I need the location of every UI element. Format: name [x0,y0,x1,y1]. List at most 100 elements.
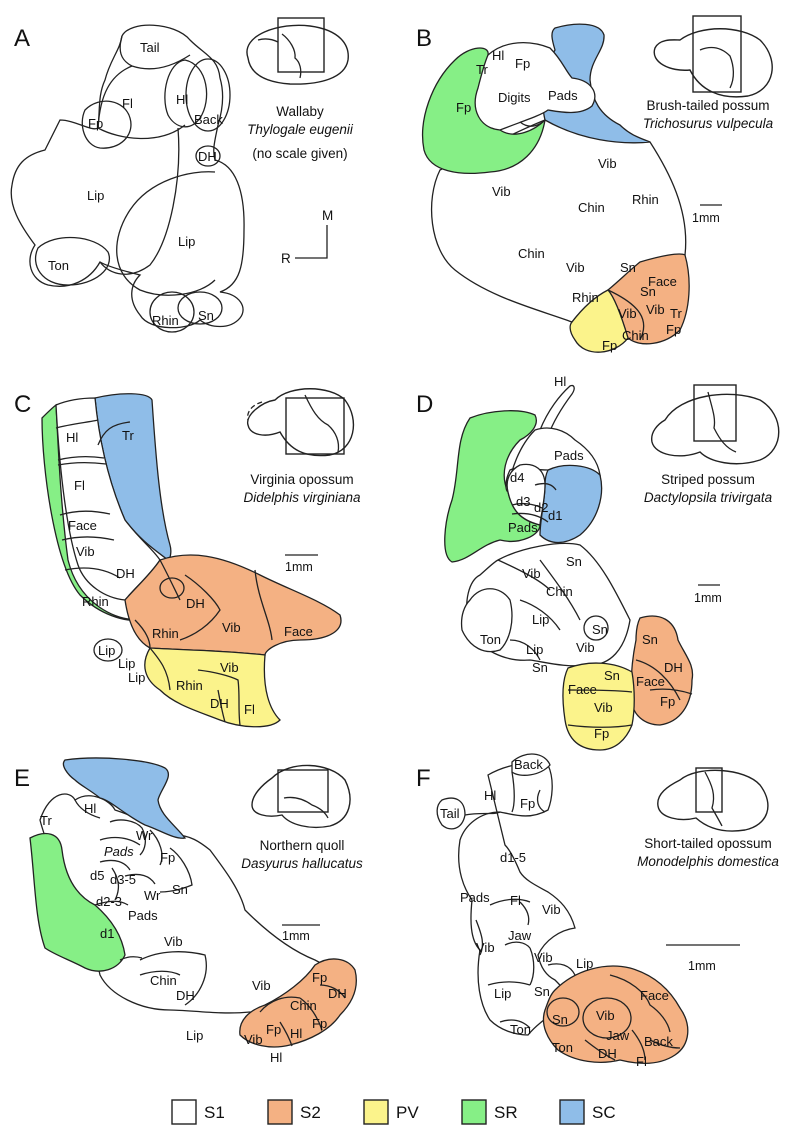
quoll-div-9 [159,847,193,893]
label-d2: d2 [534,500,548,515]
label-lip-1: Lip [98,643,115,658]
monodelphis-vib-ellipse [582,997,632,1039]
monodelphis-back [511,753,551,776]
panel-f: F Back Tail Hl Fp d1-5 Pads Fl Vib Ja [416,753,779,1069]
label-fp-1: Fp [660,694,675,709]
legend-label-s1: S1 [204,1103,225,1122]
species-latin-e: Dasyurus hallucatus [241,856,363,871]
label-vib-4: Vib [646,302,665,317]
quoll-sr [29,832,126,972]
label-hl: Hl [176,92,188,107]
striped-s2-div-1 [635,659,681,701]
label-d1-5: d1-5 [500,850,526,865]
species-common-a: Wallaby [276,104,324,119]
possum-s2-division [607,289,645,341]
label-fp-3: Fp [312,1016,327,1031]
possum-digits [474,42,596,131]
label-wr-1: Wr [136,828,153,843]
scale-label-e: 1mm [282,929,310,943]
quoll-s2-div-3 [319,984,346,999]
quoll-s2-div-4 [279,1021,293,1047]
striped-ton [460,588,513,653]
label-lip: Lip [186,1028,203,1043]
wallaby-ton-ellipse [34,236,111,286]
striped-digits [506,463,546,526]
possum-pv [569,289,629,353]
label-fl-1: Fl [510,893,521,908]
label-fl: Fl [74,478,85,493]
label-vib-2: Vib [492,184,511,199]
quoll-div-7 [124,873,156,885]
wallaby-rhin-ellipse [149,291,195,333]
wallaby-sn-ellipse [177,291,223,325]
scale-label-c: 1mm [285,560,313,574]
label-tail: Tail [140,40,160,55]
brain-inset-b-detail [699,46,735,89]
label-tr: Tr [476,62,488,77]
label-d4: d4 [510,470,524,485]
label-lip-2: Lip [118,656,135,671]
label-vib-1: Vib [76,544,95,559]
label-hl: Hl [66,430,78,445]
label-sn-3: Sn [532,660,548,675]
label-vib-1: Vib [522,566,541,581]
label-fp-4: Fp [266,1022,281,1037]
brain-inset-c [247,388,355,457]
opossum-lip-div [134,619,151,649]
label-sn-2: Sn [640,284,656,299]
no-scale-note: (no scale given) [252,146,347,161]
label-chin-1: Chin [578,200,605,215]
species-common-d: Striped possum [661,472,755,487]
opossum-s2-div-1 [179,574,221,641]
label-vib-1: Vib [542,902,561,917]
label-vib-5: Vib [618,306,637,321]
brain-inset-b [653,28,773,98]
label-chin-3: Chin [622,328,649,343]
label-sn-5: Sn [642,632,658,647]
label-sn-1: Sn [534,984,550,999]
legend: S1 S2 PV SR SC [171,1099,616,1125]
label-ton-1: Ton [510,1022,531,1037]
monodelphis-div-5 [519,901,530,926]
label-d3: d3 [516,494,530,509]
label-face-1: Face [568,682,597,697]
label-vib-2: Vib [476,940,495,955]
quoll-div-8 [94,900,129,906]
legend-item-s1: S1 [171,1099,225,1125]
opossum-div-3 [57,461,107,466]
monodelphis-div-10 [547,963,576,976]
wallaby-fl-boundary [97,65,186,140]
label-pads-2: Pads [128,908,158,923]
label-pads-2: Pads [508,520,538,535]
quoll-div-11 [139,970,181,976]
monodelphis-div-4 [489,898,531,906]
monodelphis-s2-div-4 [649,1039,681,1049]
label-back-2: Back [644,1034,673,1049]
label-face-2: Face [284,624,313,639]
species-common-f: Short-tailed opossum [644,836,772,851]
label-ton: Ton [480,632,501,647]
monodelphis-div-1 [464,811,501,816]
label-chin: Chin [546,584,573,599]
quoll-div-10 [139,951,207,1006]
label-rhin-2: Rhin [152,626,179,641]
species-latin-d: Dactylopsila trivirgata [644,490,773,505]
label-rhin-3: Rhin [176,678,203,693]
label-fp-2: Fp [456,100,471,115]
label-vib-2: Vib [252,978,271,993]
opossum-dh-ellipse [159,577,185,599]
label-d1: d1 [548,508,562,523]
monodelphis-div-3 [536,789,546,813]
label-d3-5: d3-5 [110,872,136,887]
quoll-div-6 [111,867,120,901]
brain-inset-e-detail [283,796,329,819]
label-dh: DH [198,149,217,164]
panel-letter-c: C [14,391,31,418]
label-sn: Sn [198,308,214,323]
label-vib-3: Vib [534,950,553,965]
brain-inset-e-box [277,769,329,813]
species-latin-f: Monodelphis domestica [637,854,779,869]
orientation-axes [295,225,328,259]
panel-d: D Hl Pads d4 d3 d2 d1 Pads [416,374,780,751]
